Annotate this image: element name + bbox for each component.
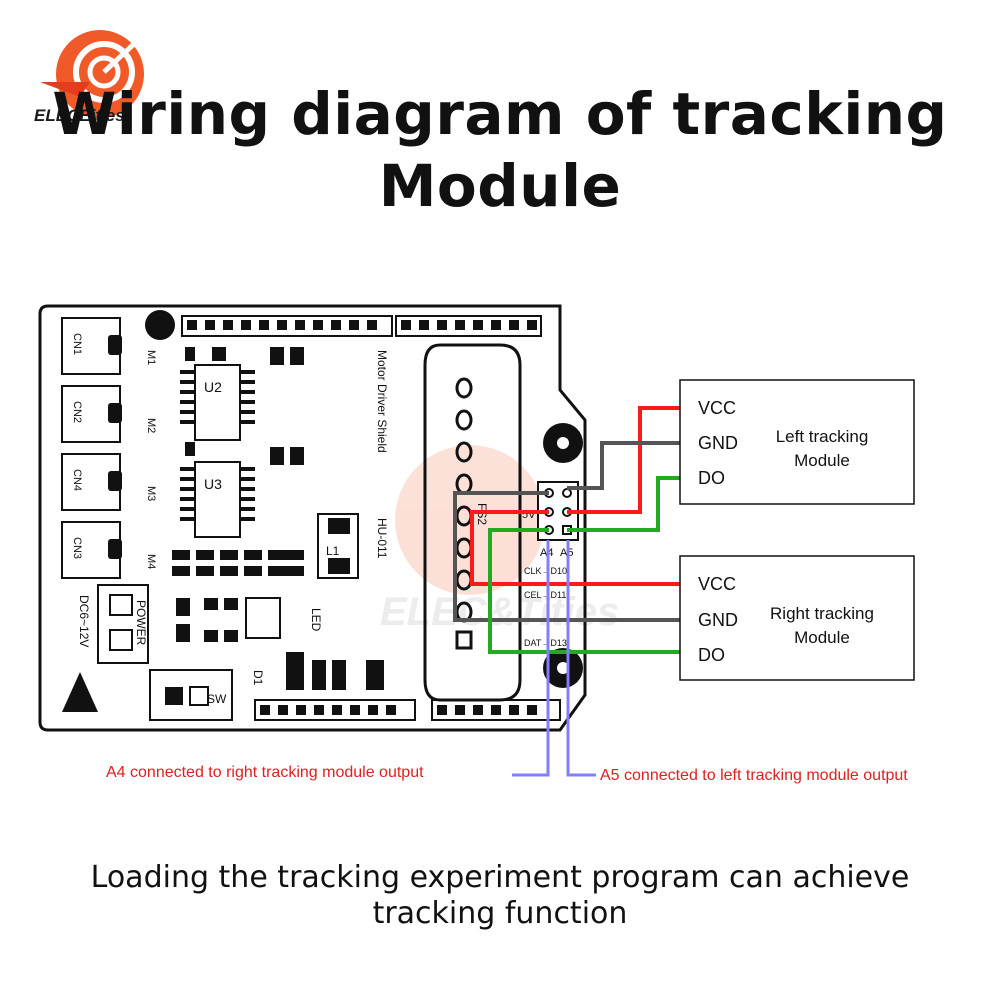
board-name: Motor Driver Shield (375, 350, 389, 453)
chip-u2 (194, 364, 241, 441)
left-module-title-1: Left tracking (776, 427, 869, 446)
right-module-title-2: Module (794, 628, 850, 647)
top-header-right (395, 315, 542, 337)
inductor-l1 (317, 513, 359, 579)
switch-label: SW (207, 692, 227, 706)
watermark-text: ELEC&Tities (380, 590, 619, 634)
motor-port-cn1: CN1 (71, 333, 83, 355)
wire-left-gnd (567, 441, 690, 490)
motor-label-m4: M4 (145, 554, 157, 569)
page-title: Wiring diagram of tracking Module (0, 78, 1000, 222)
left-tracking-module (679, 379, 915, 505)
signal-lines (512, 540, 596, 777)
motor-port-cn4: CN4 (71, 469, 83, 491)
board-outline (38, 304, 587, 732)
servo-connector-frame (423, 343, 522, 702)
watermark: ELEC&Tities (380, 445, 619, 634)
right-module-title-1: Right tracking (770, 604, 874, 623)
top-header-left (181, 315, 393, 337)
mount-hole-top-left (145, 310, 175, 340)
wire-right-vcc (470, 510, 690, 586)
left-pin-do: DO (698, 468, 725, 488)
annotation-a4: A4 connected to right tracking module ou… (106, 764, 424, 781)
inductor-label: L1 (326, 544, 340, 558)
title-line-2: Module (378, 152, 622, 220)
caption-line-2: tracking function (372, 896, 628, 931)
header-pins-bottom (260, 705, 537, 715)
fuse-label: FS2 (475, 503, 489, 525)
chip-label-u3: U3 (204, 476, 222, 492)
power-jack (97, 584, 149, 664)
esd-warning-icon (62, 672, 98, 712)
title-line-1: Wiring diagram of tracking (52, 80, 948, 148)
caption: Loading the tracking experiment program … (0, 860, 1000, 932)
motor-port-cn3: CN3 (71, 537, 83, 559)
right-pin-do: DO (698, 645, 725, 665)
header-pins-top (187, 320, 537, 330)
wire-right-gnd (453, 491, 690, 622)
right-pin-gnd: GND (698, 610, 738, 630)
motor-port-cn2: CN2 (71, 401, 83, 423)
led-label: LED (309, 608, 323, 632)
wire-left-vcc (567, 406, 690, 514)
diode-label: D1 (251, 670, 265, 686)
left-module-title-2: Module (794, 451, 850, 470)
small-components (176, 598, 384, 690)
left-pin-gnd: GND (698, 433, 738, 453)
left-pin-vcc: VCC (698, 398, 736, 418)
resistor-row (172, 550, 304, 576)
motor-label-m2: M2 (145, 418, 157, 433)
power-rating: DC6~12V (77, 595, 91, 647)
wire-right-do (488, 528, 690, 654)
caption-line-1: Loading the tracking experiment program … (90, 860, 910, 895)
pin-label-dat: DAT→D13 (524, 638, 567, 648)
power-label: POWER (134, 600, 148, 646)
right-tracking-module (679, 555, 915, 681)
motor-label-m1: M1 (145, 350, 157, 365)
power-switch (149, 669, 233, 721)
wire-left-do (567, 476, 690, 532)
motor-label-m3: M3 (145, 486, 157, 501)
board-model: HU-011 (375, 518, 389, 559)
annotation-a5: A5 connected to left tracking module out… (600, 767, 908, 784)
pin-label-clk: CLK→D10 (524, 566, 567, 576)
chip-label-u2: U2 (204, 379, 222, 395)
capacitors (185, 347, 304, 465)
right-pin-vcc: VCC (698, 574, 736, 594)
brand-logo-text: ELECEities (34, 106, 125, 125)
brand-logo (40, 30, 144, 118)
pin-label-cel: CEL→D11 (524, 590, 566, 600)
chip-u3 (194, 461, 241, 538)
